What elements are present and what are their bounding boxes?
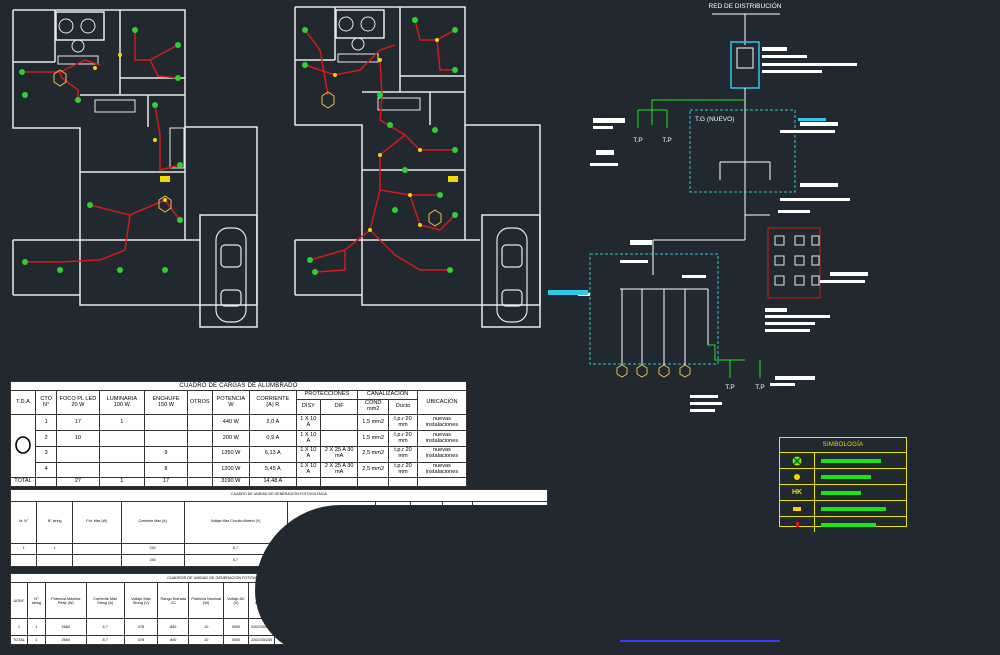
legend-row [780,453,906,469]
legend-title: SIMBOLOGÍA [780,438,906,453]
main-board-box [689,109,796,193]
ground-label-3: T.P [725,384,734,391]
floor-plan-1 [12,9,258,328]
single-line-diagram: RED DE DISTRIBUCIÓN T.P T.P T.G (NUEVO) [548,1,868,642]
ground-label-2: T.P [662,137,671,144]
lighting-load-table: CUADRO DE CARGAS DE ALUMBRADO T.D.A CTO … [10,380,468,487]
junction-2 [321,91,442,227]
outlets-2 [333,38,439,232]
load-table-title: CUADRO DE CARGAS DE ALUMBRADO [10,380,467,392]
car-2 [496,227,528,323]
junction-1 [53,69,172,213]
meter-box-1 [160,176,170,182]
car-1 [215,227,247,323]
gen1-title: CUADRO DE UNIDAD DE GENERACIÓN FOTOVOLTA… [10,489,548,502]
annotation-blocks [578,47,868,412]
meter-box-2 [448,176,458,182]
wiring-1 [22,30,181,263]
ground-label-4: T.P [755,384,764,391]
network-title: RED DE DISTRIBUCIÓN [709,1,782,10]
meter-symbol-icon [793,506,801,511]
legend-row [780,501,906,517]
legend-row [780,469,906,485]
redaction-blob-2 [420,575,580,655]
outlet-dot-icon [794,473,800,480]
fixtures-1 [57,18,185,169]
pv-array [767,227,821,299]
lights-1 [19,27,183,273]
outlets-1 [93,53,167,202]
symbology-legend: SIMBOLOGÍA HK [779,437,907,532]
sub-board-box [589,253,719,365]
ground-label-1: T.P [633,137,642,144]
fixtures-2 [337,16,421,111]
tda-symbol [10,414,36,479]
wiring-2 [304,19,456,273]
switch-symbol-icon [795,522,799,527]
main-board-label: T.G (NUEVO) [695,116,734,123]
legend-row [780,517,906,532]
legend-row: HK [780,485,906,501]
ceiling-light-icon [792,456,802,465]
floor-plan-2 [294,6,541,328]
meter-cabinet [730,41,760,89]
hk-symbol: HK [791,489,803,496]
lights-2 [302,17,458,275]
